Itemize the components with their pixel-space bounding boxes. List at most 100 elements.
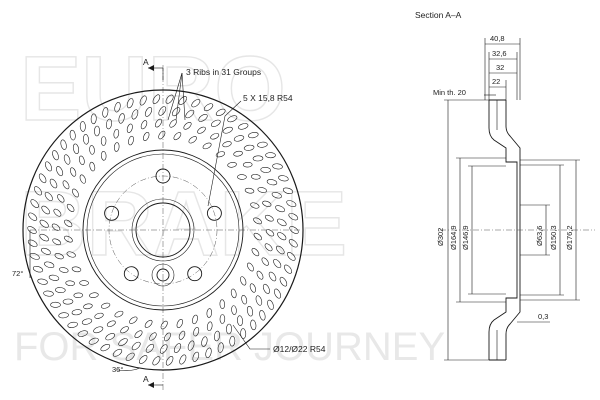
vent-slot [289, 226, 299, 234]
vent-slot [257, 187, 267, 193]
vent-slot [114, 102, 121, 113]
section-arrow-top [148, 65, 154, 71]
eurobrake-watermark: EURO BRAKE FOR SAFER JOURNEY [14, 37, 445, 369]
vent-slot [48, 274, 60, 281]
vent-slot [49, 178, 58, 189]
section-view: Section A–A 40,8 32,6 32 22 Min th. 20 [415, 10, 595, 361]
vent-slot [30, 199, 39, 208]
vent-slot [247, 262, 254, 272]
vent-slot [67, 321, 78, 328]
vent-slot [100, 343, 111, 352]
vent-slot [34, 186, 42, 196]
top-dimensions: 40,8 32,6 32 22 [484, 34, 521, 100]
vent-slot [264, 214, 274, 222]
vent-slot [242, 161, 253, 168]
vent-slot [131, 109, 139, 120]
vent-slot [37, 278, 48, 285]
vent-slot [81, 318, 93, 325]
vent-slot [272, 163, 283, 170]
vent-slot [165, 356, 174, 366]
vent-slot [38, 173, 47, 184]
vent-slot [100, 151, 107, 161]
vent-slot [240, 276, 247, 286]
vent-slot [287, 252, 296, 261]
vent-slot [139, 95, 147, 106]
hat-outer-edge [86, 153, 240, 307]
vent-slot [227, 162, 237, 168]
vent-slot [250, 202, 260, 209]
vent-slot [72, 188, 79, 198]
vent-slot [178, 330, 186, 340]
vent-slot [260, 166, 271, 173]
vent-slot [60, 139, 67, 150]
vent-slot [248, 132, 259, 139]
hole-leader [232, 324, 270, 350]
vent-slot [77, 330, 88, 337]
vent-slot [176, 318, 183, 329]
vent-slot [203, 103, 214, 112]
vent-slot [56, 166, 64, 177]
vent-slot [179, 354, 187, 365]
vent-slot [164, 332, 171, 342]
vent-slot [252, 155, 264, 162]
dim-0-3: 0,3 [538, 312, 548, 321]
vent-slot [88, 337, 99, 345]
ribs-leader-1 [167, 72, 183, 121]
vent-slot [251, 248, 260, 257]
vent-slot [284, 264, 292, 274]
vent-slot [277, 232, 287, 241]
vent-slot [125, 352, 135, 361]
vent-slot [282, 187, 294, 195]
vent-slot [105, 333, 116, 341]
vent-slot [273, 288, 282, 299]
vent-slot [52, 150, 59, 161]
vent-slot [210, 119, 221, 127]
vent-slot [66, 203, 75, 212]
dim-32-6: 32,6 [492, 49, 507, 58]
vent-slot [205, 347, 212, 358]
vent-slot [64, 219, 73, 228]
vent-slot [78, 155, 85, 165]
vent-slot [44, 261, 55, 269]
vent-slot [158, 130, 166, 140]
vent-slot [44, 161, 53, 172]
vent-slot [152, 356, 161, 366]
watermark-line1: EURO [20, 38, 286, 140]
vent-slot [277, 218, 287, 227]
vent-slot [243, 144, 255, 151]
bolt-hole [206, 205, 222, 221]
vent-slot [271, 191, 282, 199]
vent-slot [65, 280, 75, 286]
vent-slot [53, 208, 62, 217]
bolt-leader [207, 100, 242, 207]
vent-slot [219, 314, 226, 324]
vent-slot [222, 141, 232, 148]
vent-slot [134, 330, 143, 338]
vent-slot [233, 135, 245, 142]
vent-slot [279, 276, 288, 287]
vent-slot [131, 341, 141, 351]
vent-slot [102, 107, 109, 118]
angle-left-label: 72° [12, 269, 23, 278]
right-dimensions: Ø63,6 Ø150,3 Ø176,2 [520, 159, 580, 301]
vent-slot [256, 270, 264, 280]
vent-slot [159, 344, 168, 354]
vent-slot [66, 251, 76, 258]
vent-slot [246, 305, 254, 317]
bolt-circle [108, 175, 218, 285]
vent-slot [71, 309, 83, 316]
vent-slot [288, 213, 299, 221]
vent-slot [128, 135, 134, 146]
vent-slot [219, 299, 226, 309]
vent-slot [63, 154, 71, 165]
vent-slot [89, 161, 96, 172]
vent-slot [113, 142, 120, 152]
vent-slot [79, 174, 86, 184]
vent-slot [215, 151, 226, 158]
angle-bottom-arc [117, 367, 141, 371]
vent-slot [265, 152, 276, 159]
vent-slot [251, 174, 261, 180]
vent-slot [69, 129, 76, 141]
vent-slot [238, 123, 249, 130]
